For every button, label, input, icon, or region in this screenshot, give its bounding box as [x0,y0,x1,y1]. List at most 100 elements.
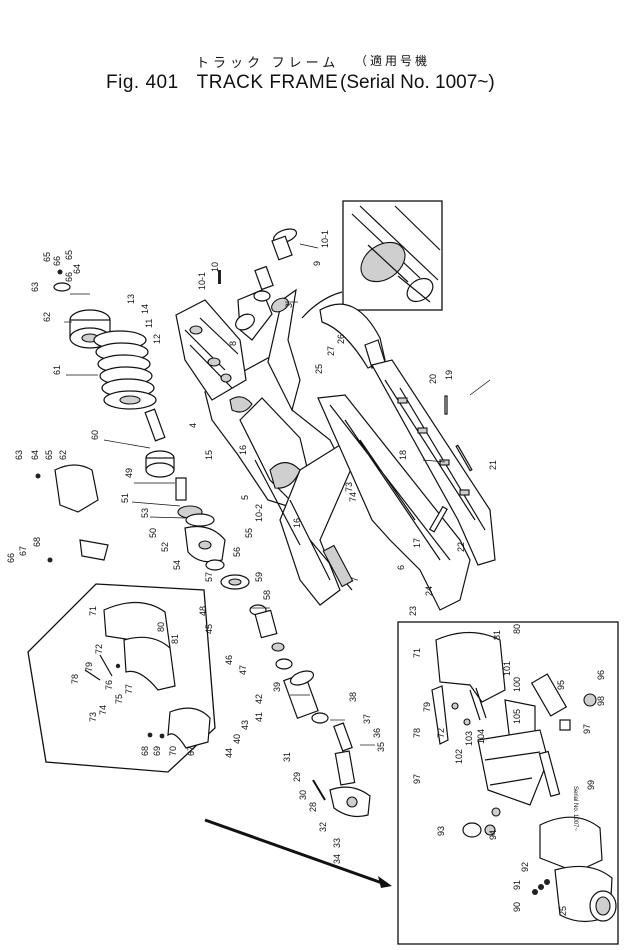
part-label: 29 [292,772,302,782]
part-label: 92 [520,862,530,872]
japanese-title: トラック フレーム [196,55,340,70]
part-label: 30 [298,790,308,800]
part-label: 66 [52,256,62,266]
part-label: 93 [436,826,446,836]
part-label: 64 [30,450,40,460]
part-label: 99 [586,780,596,790]
part-label: 25 [314,364,324,374]
part-label: 76 [104,680,114,690]
part-label: 66 [6,553,16,563]
part-label: 34 [332,854,342,864]
part-label: 56 [232,547,242,557]
part-label: 65 [44,450,54,460]
right-inset-detail [397,621,619,945]
part-label: 39 [272,682,282,692]
part-label: 20 [428,374,438,384]
part-label: 81 [492,630,502,640]
reference-arrow [204,818,392,888]
part-label: 23 [408,606,418,616]
part-label: 8 [228,341,238,346]
part-label: 16 [238,445,248,455]
part-label: 17 [412,538,422,548]
part-label: 68 [32,537,42,547]
part-label: 44 [224,748,234,758]
part-label: 10 [210,262,220,272]
part-label: 42 [254,694,264,704]
part-label: 81 [170,634,180,644]
part-label: 32 [318,822,328,832]
part-label: 75 [114,694,124,704]
part-label: 60 [90,430,100,440]
coil-spring [93,330,157,410]
part-label: 31 [282,752,292,762]
recoil-spring-assembly [69,309,250,590]
spring-guard [35,269,109,563]
part-label: 54 [172,560,182,570]
part-label: 61 [52,365,62,375]
part-label: 65 [42,252,52,262]
part-label: 62 [42,312,52,322]
part-label: 5 [240,495,250,500]
part-label: 80 [512,624,522,634]
part-label: 70 [168,746,178,756]
part-label: 36 [372,728,382,738]
part-label: 97 [412,774,422,784]
part-label: 10-1 [320,230,330,248]
part-label: 18 [398,450,408,460]
part-label: 9 [312,261,322,266]
part-label: 79 [84,662,94,672]
part-label: 98 [596,696,606,706]
part-label: 24 [424,586,434,596]
part-label: 49 [124,468,134,478]
part-label: 64 [72,264,82,274]
part-label: 48 [198,606,208,616]
part-label: 12 [152,334,162,344]
part-label: 63 [14,450,24,460]
part-label: 63 [30,282,40,292]
part-label: 91 [512,880,522,890]
japanese-serial-label: （適用号機 [355,54,431,68]
part-label: 58 [262,590,272,600]
part-label: 7 [350,577,360,582]
part-label: 103 [464,731,474,746]
part-label: 15 [204,450,214,460]
part-label: 79 [422,702,432,712]
part-label: 45 [204,624,214,634]
part-label: 67 [186,746,196,756]
part-label: 96 [596,670,606,680]
part-label: 41 [254,712,264,722]
part-label: 68 [140,746,150,756]
figure-name: TRACK FRAME [196,72,339,93]
part-label: 78 [70,674,80,684]
part-label: 78 [412,728,422,738]
adjuster-assembly [249,604,371,818]
serial-stamp: Serial No. 1007~ [572,786,578,831]
part-label: 72 [94,644,104,654]
part-number-labels: 65 66 65 66 64 63 62 61 60 63 64 65 62 6… [6,230,606,916]
part-label: 3 [284,303,294,308]
upper-pins [218,228,298,302]
part-label: 35 [376,742,386,752]
part-label: 37 [362,714,372,724]
front-guard [319,303,386,369]
part-label: 77 [124,684,134,694]
part-label: 43 [240,720,250,730]
part-label: 16 [292,518,302,528]
part-label: 27 [326,346,336,356]
part-label: 46 [224,655,234,665]
part-label: 57 [204,572,214,582]
part-label: 71 [88,606,98,616]
part-label: 4 [188,423,198,428]
part-label: 6 [396,565,406,570]
part-label: 55 [244,528,254,538]
part-label: 26 [336,334,346,344]
part-label: 71 [412,648,422,658]
track-frame [175,288,356,606]
part-label: 101 [502,661,512,676]
part-label: 105 [512,709,522,724]
part-label: 90 [512,902,522,912]
part-label: 21 [488,460,498,470]
part-label: 51 [120,493,130,503]
part-label: 25 [558,906,568,916]
